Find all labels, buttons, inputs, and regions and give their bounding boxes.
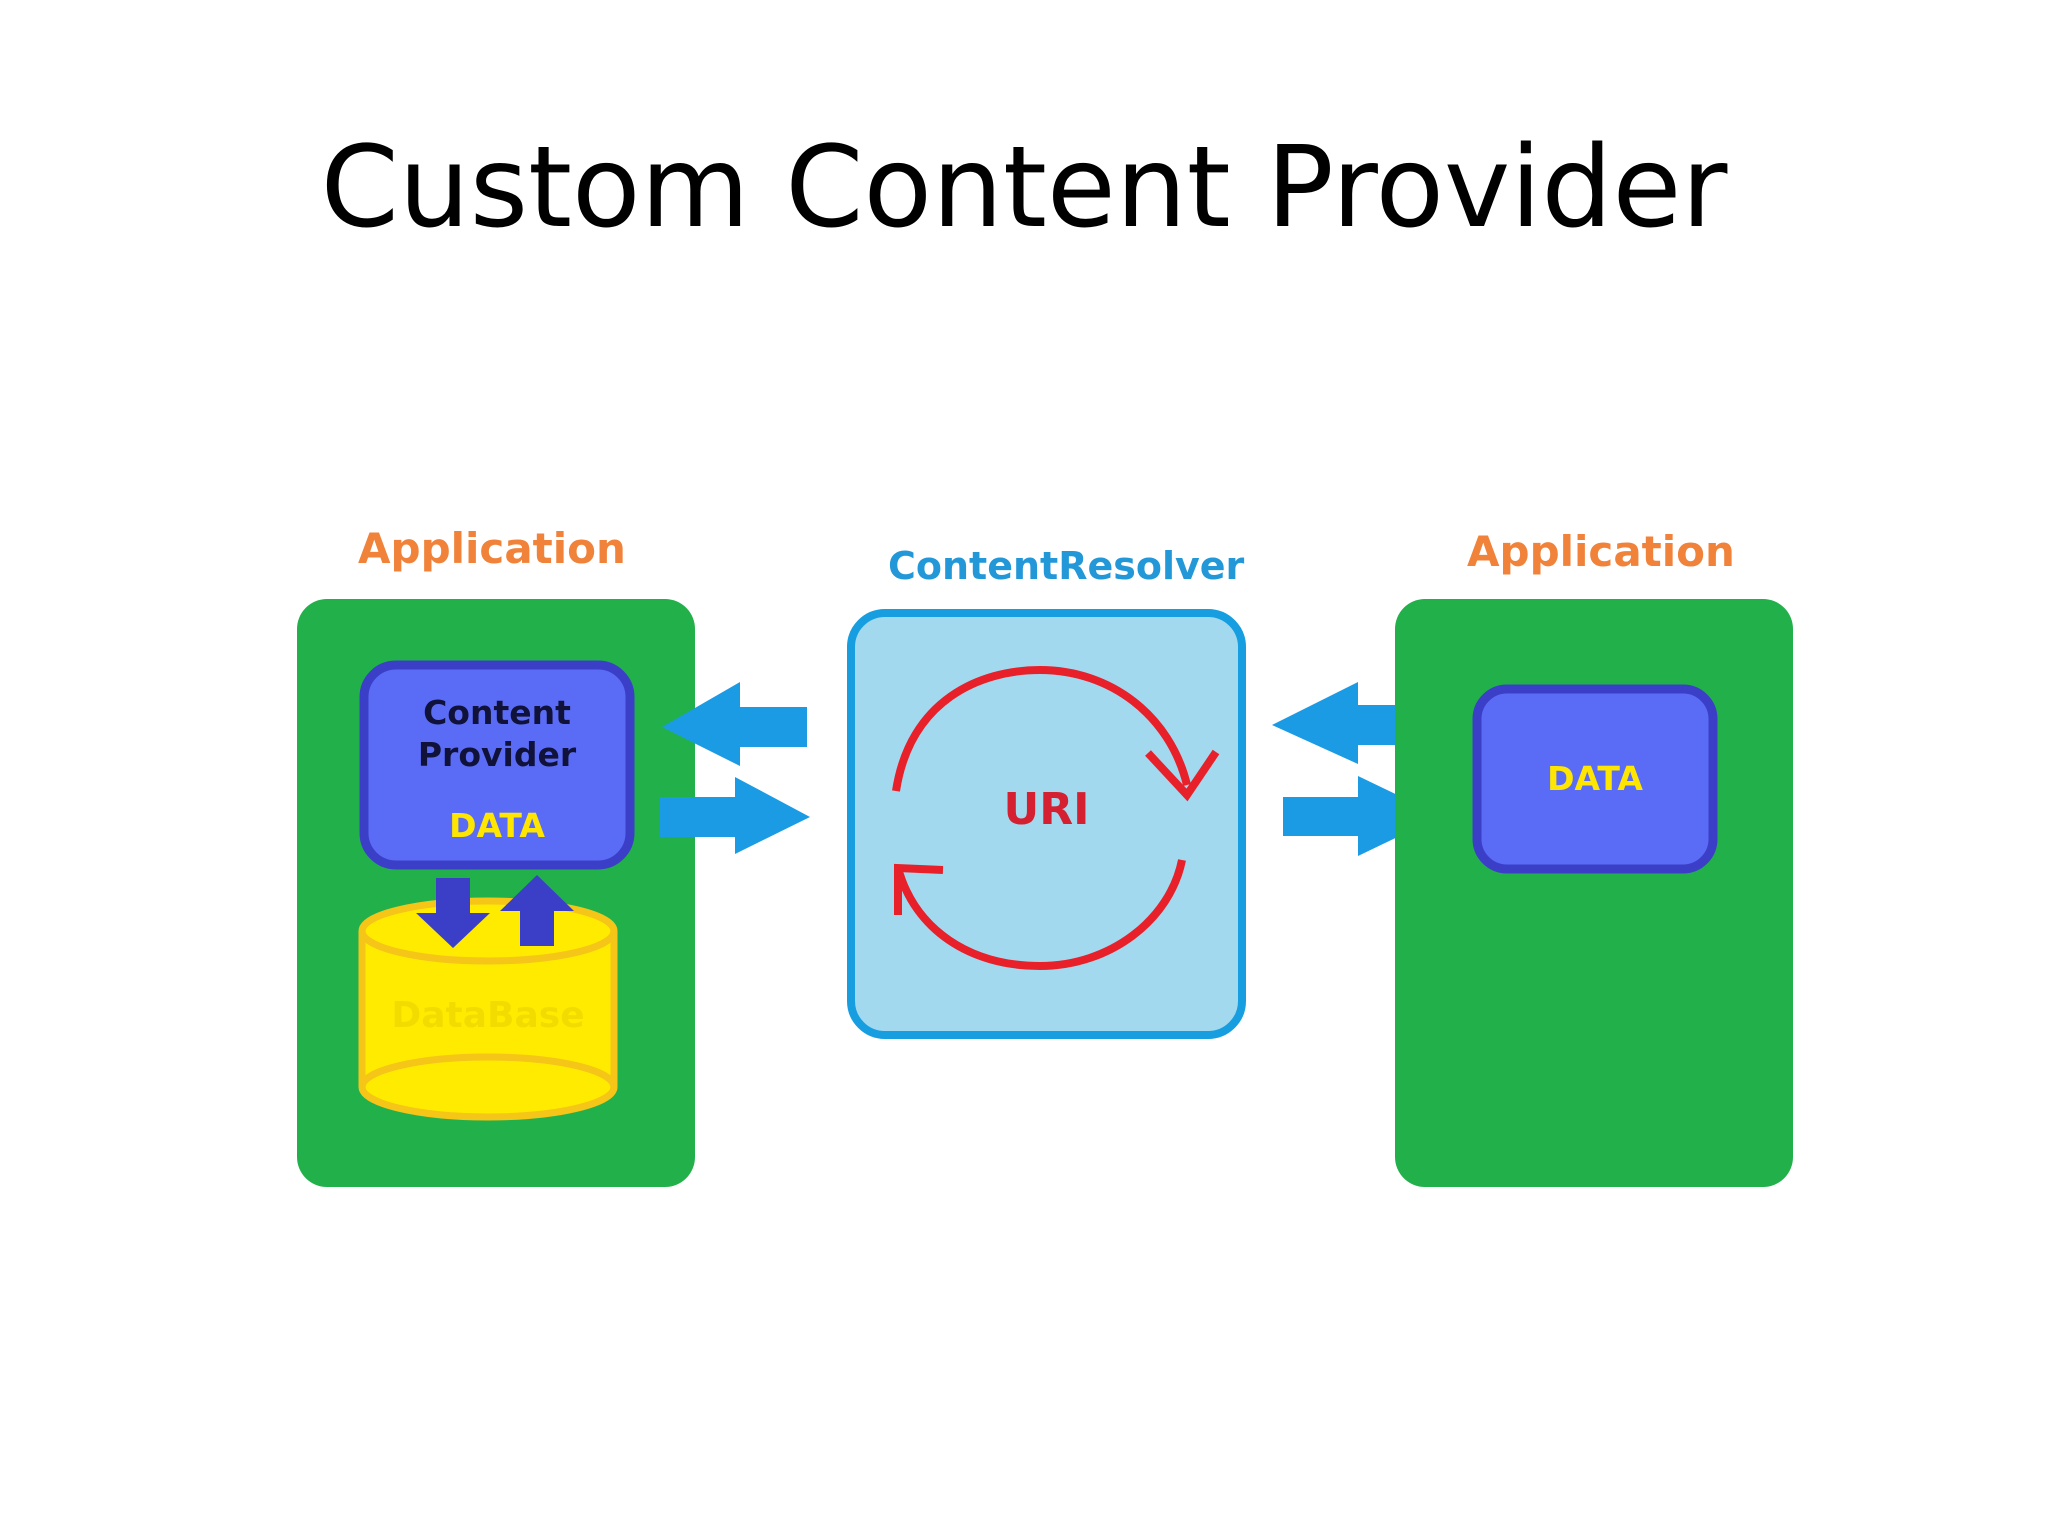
cycle-arrowhead-bottom-icon (894, 863, 944, 915)
slide-title: Custom Content Provider (320, 123, 1728, 253)
right-data-label: DATA (1547, 759, 1643, 798)
cycle-arrow-top-icon (892, 665, 1191, 792)
down-arrow-icon (416, 878, 490, 948)
right-application-label: Application (1467, 527, 1735, 576)
arrow-resolver-to-provider-icon (662, 682, 807, 766)
cycle-arrowhead-top-icon (1145, 749, 1220, 802)
content-provider-label-line1: Content (423, 693, 571, 732)
left-application-label: Application (358, 524, 626, 573)
right-data-box (1472, 684, 1718, 874)
uri-label: URI (1003, 784, 1090, 835)
provider-data-label: DATA (449, 806, 545, 845)
database-label: DataBase (391, 995, 585, 1036)
cycle-arrow-bottom-icon (894, 859, 1186, 971)
content-provider-box (359, 660, 635, 870)
up-arrow-icon (500, 875, 574, 946)
arrow-provider-to-resolver-icon (660, 777, 810, 854)
content-provider-label-line2: Provider (417, 735, 577, 774)
content-resolver-label: ContentResolver (888, 544, 1245, 588)
arrow-app-to-resolver-icon (1272, 682, 1425, 764)
arrow-resolver-to-app-icon (1283, 776, 1441, 856)
